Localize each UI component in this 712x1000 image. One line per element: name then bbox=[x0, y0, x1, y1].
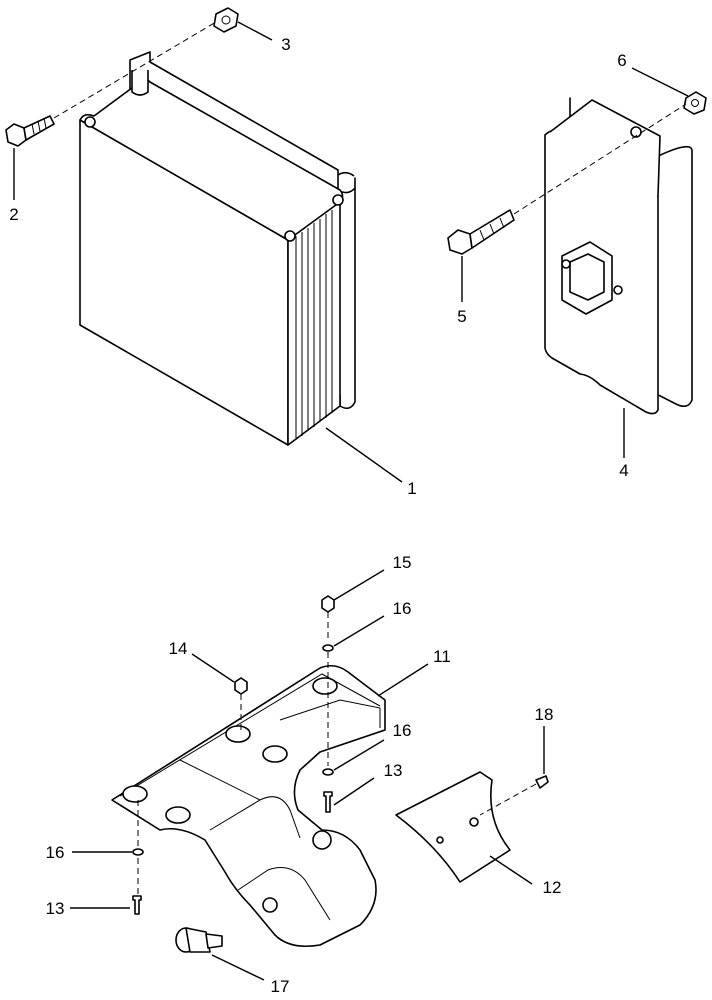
leader-lines bbox=[13, 21, 689, 981]
mounting-base-part-11 bbox=[111, 664, 386, 948]
nut-part-14 bbox=[234, 677, 248, 695]
callout-label-1: 1 bbox=[407, 479, 416, 498]
callout-label-3: 3 bbox=[281, 35, 290, 54]
callout-label-16-left: 16 bbox=[46, 843, 65, 862]
callout-labels: 2 3 1 4 5 6 11 12 13 13 14 15 16 16 16 1… bbox=[9, 35, 628, 996]
clip-plate-part-12 bbox=[395, 771, 511, 883]
callout-label-11: 11 bbox=[433, 647, 451, 666]
screw-part-13-left bbox=[132, 895, 142, 915]
callout-label-17: 17 bbox=[271, 977, 290, 996]
nut-part-15 bbox=[321, 595, 335, 613]
callout-label-6: 6 bbox=[617, 51, 626, 70]
bolt-part-5 bbox=[447, 209, 515, 255]
small-hardware bbox=[132, 595, 549, 915]
fitting-part-17 bbox=[175, 927, 223, 953]
callout-label-4: 4 bbox=[619, 461, 628, 480]
washer-part-16-top bbox=[322, 644, 334, 652]
nut-part-6 bbox=[683, 91, 707, 115]
nut-part-3 bbox=[213, 7, 239, 33]
callout-label-13-left: 13 bbox=[46, 899, 65, 918]
callout-label-16-mid: 16 bbox=[393, 721, 412, 740]
callout-label-5: 5 bbox=[457, 307, 466, 326]
callout-label-15: 15 bbox=[393, 553, 412, 572]
callout-label-16-top: 16 bbox=[393, 599, 412, 618]
alignment-line-2-3 bbox=[53, 21, 217, 119]
alignment-line-5-6 bbox=[513, 103, 687, 215]
bolt-part-2 bbox=[5, 115, 55, 147]
callout-1-label-2: 2 bbox=[9, 205, 18, 224]
controller-module-part-1 bbox=[79, 51, 356, 446]
washer-part-16-mid bbox=[322, 768, 334, 776]
screw-part-18 bbox=[535, 775, 549, 789]
callout-label-13-mid: 13 bbox=[384, 761, 403, 780]
screw-part-13-mid bbox=[323, 791, 333, 813]
callout-label-12: 12 bbox=[543, 878, 562, 897]
callout-label-14: 14 bbox=[169, 639, 188, 658]
washer-part-16-left bbox=[132, 848, 144, 856]
callout-label-18: 18 bbox=[535, 705, 554, 724]
bracket-part-4 bbox=[544, 97, 693, 415]
